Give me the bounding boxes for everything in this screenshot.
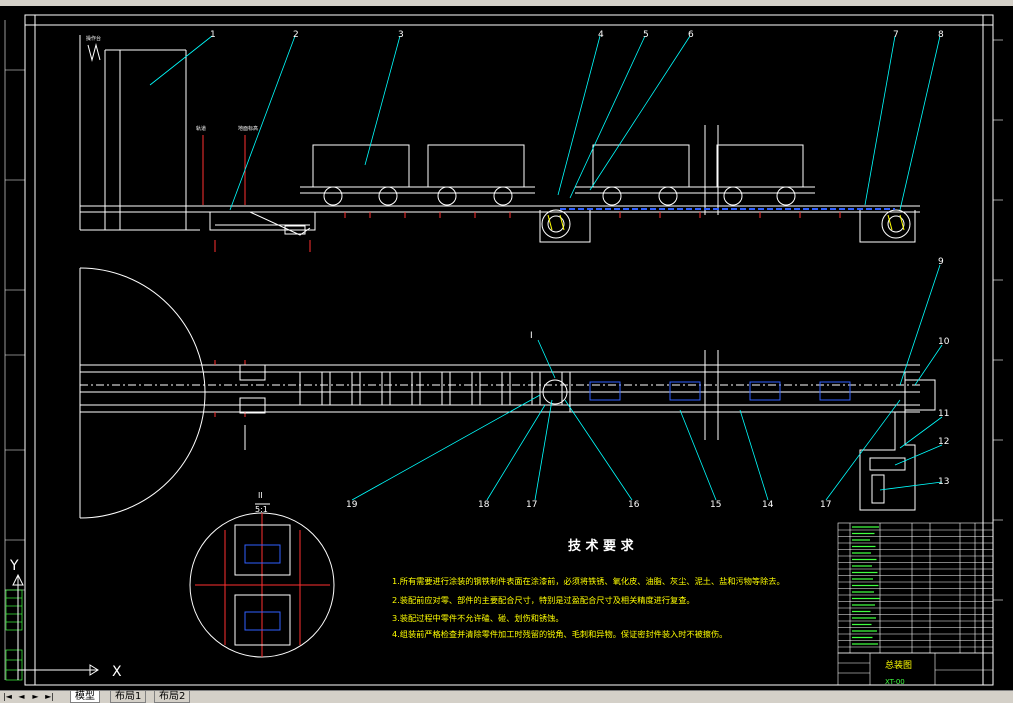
part-label-13: 13 xyxy=(938,477,949,487)
part-label-5: 5 xyxy=(643,30,649,40)
plan-crossmember xyxy=(389,371,413,406)
part-label-12: 12 xyxy=(938,437,949,447)
right-ruler xyxy=(993,39,1003,601)
drawing-name: 总装图 xyxy=(885,659,912,671)
part-label-15: 15 xyxy=(710,500,721,510)
plan-crossmember xyxy=(509,371,533,406)
layout-tab-bar: |◄ ◄ ► ►| 模型 布局1 布局2 xyxy=(0,690,1013,703)
axis-x-label: X xyxy=(112,664,122,680)
part-label-14: 14 xyxy=(762,500,774,510)
detail-marker: I xyxy=(530,331,533,341)
part-number-labels: 1 2 3 4 5 6 7 8 9 10 11 12 13 14 15 16 1… xyxy=(210,30,950,510)
first-tab-button[interactable]: |◄ xyxy=(3,692,12,701)
detail-labels: II 5:1 xyxy=(255,491,268,514)
elevation-annotations: 操作台 轨道 地面标高 xyxy=(86,35,258,132)
prev-tab-button[interactable]: ◄ xyxy=(18,692,25,701)
last-tab-button[interactable]: ►| xyxy=(45,692,54,701)
part-label-17: 17 xyxy=(526,500,537,510)
part-label-18: 18 xyxy=(478,500,490,510)
part-label-1: 1 xyxy=(210,30,216,40)
axis-y-label: Y xyxy=(9,558,19,574)
leader-lines xyxy=(149,35,943,501)
part-label-11: 11 xyxy=(938,409,949,419)
plan-crossmember xyxy=(479,371,503,406)
pit-label-1: 轨道 xyxy=(196,125,206,132)
cad-drawing-canvas[interactable]: 1 2 3 4 5 6 7 8 9 10 11 12 13 14 15 16 1… xyxy=(0,6,1013,690)
part-label-10: 10 xyxy=(938,337,950,347)
toolbar-strip xyxy=(0,0,1013,6)
technical-requirements: 技 术 要 求 1.所有需要进行涂装的钢铁制件表面在涂漆前，必须将铁锈、氧化皮、… xyxy=(392,538,785,639)
tab-model[interactable]: 模型 xyxy=(70,691,100,703)
left-stamp xyxy=(5,589,23,681)
detail-view xyxy=(189,503,335,658)
next-tab-button[interactable]: ► xyxy=(32,692,39,701)
part-label-7: 7 xyxy=(893,30,899,40)
part-label-8: 8 xyxy=(938,30,944,40)
plan-crossmember xyxy=(359,371,383,406)
part-label-9: 9 xyxy=(938,257,944,267)
plan-view xyxy=(79,267,936,519)
plan-crossmember xyxy=(449,371,473,406)
detail-title: II xyxy=(258,491,263,500)
part-label-16: 16 xyxy=(628,500,640,510)
tab-layout1[interactable]: 布局1 xyxy=(110,691,147,703)
elevation-view xyxy=(79,35,920,252)
plan-crossmember xyxy=(329,371,353,406)
part-label-19: 19 xyxy=(346,500,358,510)
tech-req-item-1: 1.所有需要进行涂装的钢铁制件表面在涂漆前，必须将铁锈、氧化皮、油脂、灰尘、泥土… xyxy=(392,576,785,586)
pit-label-2: 地面标高 xyxy=(238,125,258,132)
part-label-17b: 17 xyxy=(820,500,831,510)
title-block xyxy=(837,652,994,686)
title-block-text: 总装图 XT-00 xyxy=(885,659,912,686)
bom-table xyxy=(837,522,994,654)
part-label-6: 6 xyxy=(688,30,694,40)
drawing-frame xyxy=(24,14,994,686)
tab-layout2[interactable]: 布局2 xyxy=(154,691,191,703)
tech-req-item-2: 2.装配前应对零、部件的主要配合尺寸，特别是过盈配合尺寸及相关精度进行复查。 xyxy=(392,595,695,605)
bom-text-marks xyxy=(852,526,880,645)
part-label-4: 4 xyxy=(598,30,604,40)
part-label-2: 2 xyxy=(293,30,299,40)
drawing-number: XT-00 xyxy=(885,678,905,686)
plan-crossmember xyxy=(299,371,323,406)
part-label-3: 3 xyxy=(398,30,404,40)
tech-req-item-4: 4.组装前严格检查并清除零件加工时残留的锐角、毛刺和异物。保证密封件装入时不被擦… xyxy=(392,629,727,639)
ucs-axis-labels: X Y xyxy=(9,558,122,680)
tech-req-title: 技 术 要 求 xyxy=(568,538,635,554)
plan-crossmember xyxy=(419,371,443,406)
tech-req-item-3: 3.装配过程中零件不允许磕、碰、划伤和锈蚀。 xyxy=(392,613,564,623)
ucs-axis-icon xyxy=(12,573,99,680)
left-label: 操作台 xyxy=(86,35,101,42)
detail-scale: 5:1 xyxy=(255,505,268,514)
